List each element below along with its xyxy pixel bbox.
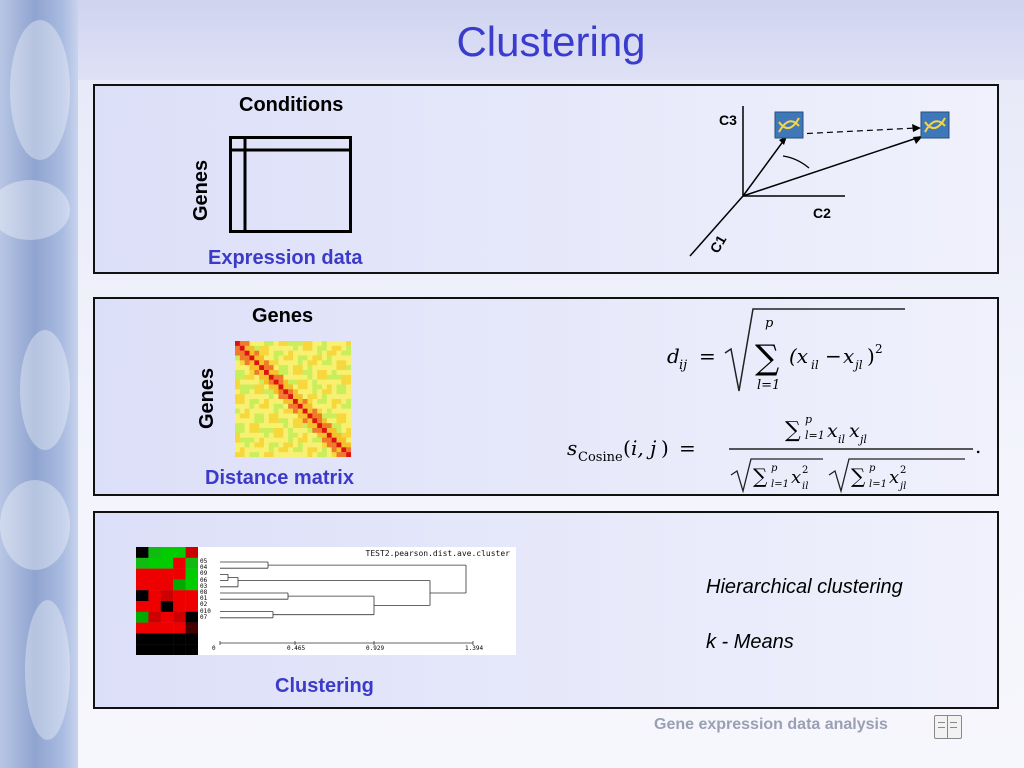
svg-text:=: =: [699, 344, 716, 368]
svg-text:x: x: [843, 344, 854, 368]
svg-text:=: =: [679, 436, 696, 460]
svg-text:s: s: [567, 436, 577, 460]
svg-text:l=1: l=1: [805, 429, 825, 442]
leaf-label: 02: [200, 601, 208, 609]
axis-label-c3: C3: [719, 112, 737, 128]
svg-text:p: p: [869, 463, 876, 474]
cosine-similarity-formula: s Cosine ( i, j ) = ∑ p l=1 x il x jl ∑ …: [567, 413, 981, 494]
cluster-heatmap: [136, 547, 198, 655]
svg-text:l=1: l=1: [869, 479, 887, 490]
leaf-label: 07: [200, 613, 208, 621]
leaf-label: 09: [200, 570, 208, 578]
method-hierarchical: Hierarchical clustering: [706, 576, 903, 598]
expression-matrix-icon: [229, 136, 352, 233]
svg-text:x: x: [791, 467, 801, 488]
distance-matrix-heatmap: [235, 341, 351, 457]
distance-matrix-panel: Genes Genes Distance matrix d ij = p ∑ l…: [93, 297, 999, 496]
axis-tick-label: 0: [212, 645, 216, 652]
genes-side-label: Genes: [190, 159, 212, 221]
svg-text:(x: (x: [789, 344, 808, 368]
conditions-label: Conditions: [239, 94, 344, 116]
leaf-label: 01: [200, 595, 208, 603]
svg-text:.: .: [975, 434, 981, 458]
leaf-label: 05: [200, 558, 208, 565]
svg-text:−: −: [825, 344, 842, 368]
svg-text:i, j: i, j: [631, 436, 656, 460]
svg-text:p: p: [771, 463, 778, 474]
svg-text:d: d: [667, 344, 680, 368]
axis-tick-label: 1.394: [465, 645, 484, 652]
svg-text:2: 2: [875, 342, 883, 356]
svg-text:∑: ∑: [753, 464, 768, 488]
svg-text:jl: jl: [852, 358, 863, 372]
vector-space-diagram: [689, 106, 950, 257]
svg-text:): ): [867, 344, 875, 368]
svg-text:2: 2: [900, 465, 906, 476]
svg-text:jl: jl: [857, 433, 867, 446]
dendrogram-tree: [219, 561, 474, 645]
svg-text:Cosine: Cosine: [578, 450, 623, 465]
svg-text:∑: ∑: [785, 418, 801, 443]
leaf-label: 04: [200, 564, 208, 572]
svg-text:il: il: [838, 433, 846, 446]
slide-title: Clustering: [456, 18, 646, 65]
svg-text:il: il: [802, 481, 808, 492]
svg-text:jl: jl: [898, 481, 906, 492]
svg-text:l=1: l=1: [771, 479, 789, 490]
leaf-label: 010: [200, 607, 211, 615]
axis-tick-label: 0.465: [287, 645, 306, 652]
euclidean-distance-formula: d ij = p ∑ l=1 (x il − x jl ) 2: [667, 308, 905, 393]
svg-text:l=1: l=1: [757, 378, 780, 393]
svg-text:x: x: [849, 420, 860, 442]
title-bar: [78, 0, 1024, 80]
distance-matrix-caption: Distance matrix: [205, 467, 354, 489]
leaf-label: 08: [200, 588, 208, 596]
svg-text:(: (: [623, 436, 631, 460]
decorative-sidebar: [0, 0, 78, 768]
svg-text:∑: ∑: [755, 338, 779, 378]
svg-text:x: x: [827, 420, 838, 442]
leaf-label: 06: [200, 576, 208, 584]
leaf-label: 03: [200, 582, 208, 590]
footer-text: Gene expression data analysis: [654, 716, 888, 733]
svg-text:il: il: [811, 358, 819, 372]
svg-text:ij: ij: [679, 358, 687, 373]
axis-label-c2: C2: [813, 205, 831, 221]
svg-text:x: x: [889, 467, 899, 488]
expression-data-caption: Expression data: [208, 247, 363, 269]
book-icon: [934, 715, 962, 739]
genes-side-label: Genes: [196, 367, 218, 429]
genes-top-label: Genes: [252, 305, 314, 327]
svg-text:p: p: [805, 413, 812, 426]
clustering-caption: Clustering: [275, 675, 374, 697]
method-kmeans: k - Means: [706, 631, 794, 653]
axis-tick-label: 0.929: [366, 645, 385, 652]
svg-text:2: 2: [802, 465, 808, 476]
expression-data-panel: Conditions Genes Expression data C3 C2 C…: [93, 84, 999, 274]
svg-text:p: p: [765, 316, 774, 331]
svg-text:): ): [661, 436, 669, 460]
dendrogram-title: TEST2.pearson.dist.ave.cluster: [365, 549, 511, 558]
svg-text:∑: ∑: [851, 464, 866, 488]
